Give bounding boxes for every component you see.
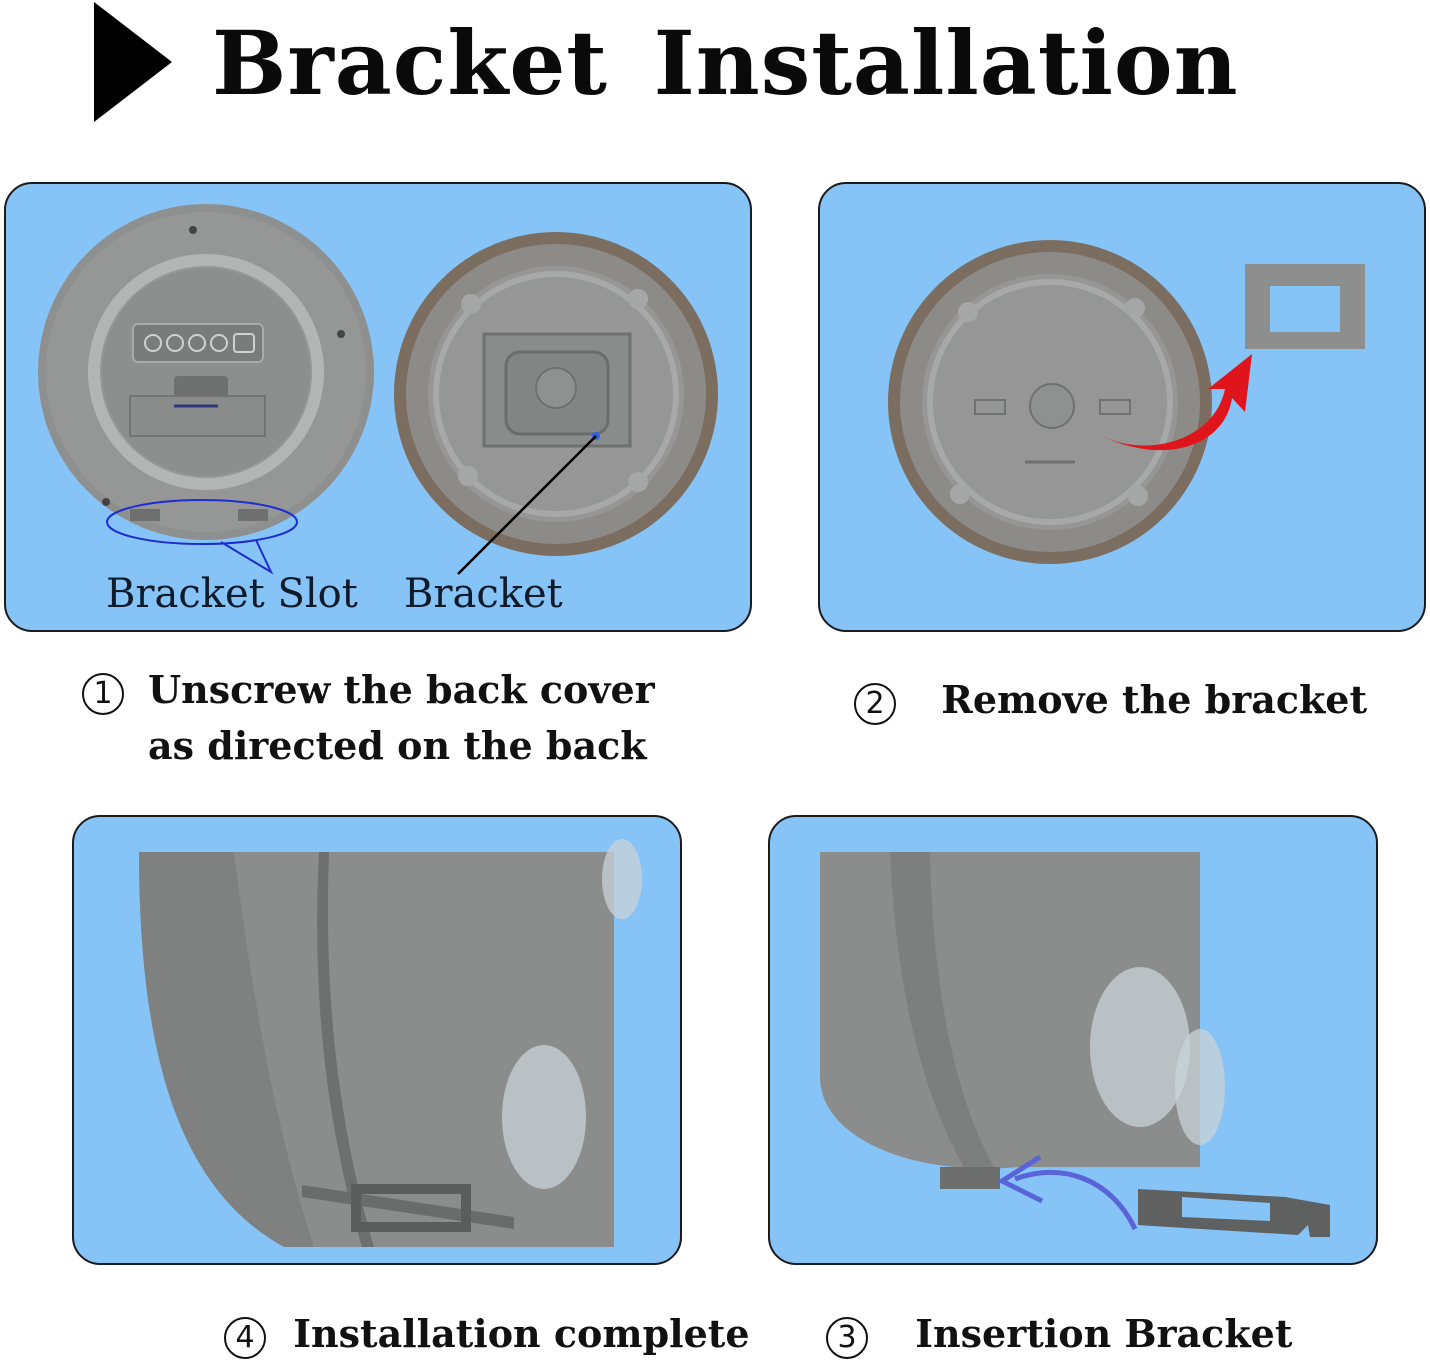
panel-unscrew-back-cover: Bracket Slot Bracket [4,182,752,632]
back-cover-view [888,240,1212,564]
play-triangle-icon [94,2,172,122]
panel-remove-bracket [818,182,1426,632]
remove-bracket-illustration [888,240,1365,564]
step-number-badge: 2 [854,682,896,725]
panel-installation-complete [72,815,682,1265]
bracket-label: Bracket [404,571,563,617]
step-2-line-1: Remove the bracket [941,677,1368,722]
bracket-part [1138,1189,1330,1237]
step-4-line-1: Installation complete [293,1311,750,1356]
step-1-line-1: Unscrew the back cover [148,667,655,712]
red-curved-arrow-icon [1102,354,1252,451]
step-3-line-1: Insertion Bracket [915,1311,1293,1356]
step-number-badge: 4 [224,1316,266,1359]
insert-bracket-illustration [820,852,1330,1237]
bracket-slot-label: Bracket Slot [106,571,358,617]
bracket-part [1245,264,1365,349]
step-1-caption: 1 Unscrew the back cover as directed on … [82,662,655,768]
step-number-badge: 3 [826,1316,868,1359]
step-number-badge: 1 [82,672,124,715]
device-back-illustration [38,204,718,575]
panel-insertion-bracket [768,815,1378,1265]
step-4-caption: 4 Installation complete [224,1306,750,1361]
step-1-line-2: as directed on the back [148,723,647,768]
installed-device-illustration [139,839,642,1247]
step-3-caption: 3 Insertion Bracket [826,1306,1292,1361]
back-cover-view [394,232,718,575]
device-back-view [38,204,374,575]
step-2-caption: 2 Remove the bracket [854,672,1367,727]
page-title: Bracket Installation [212,11,1239,115]
blue-curved-arrow-icon [996,1154,1138,1231]
